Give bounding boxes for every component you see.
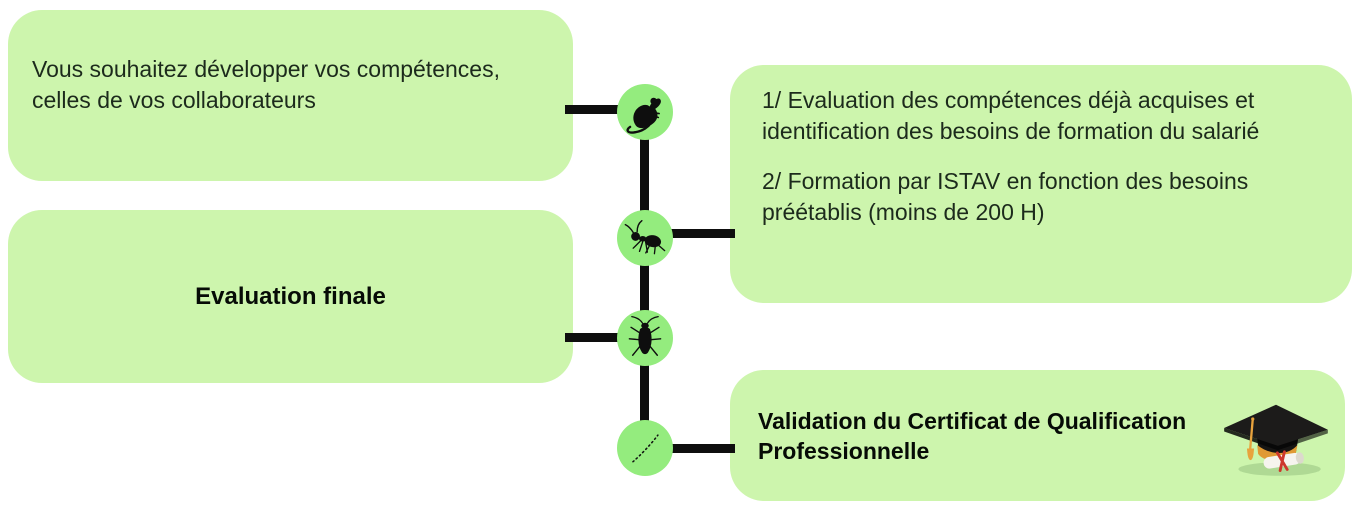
connector-node4-to-validation <box>645 444 735 453</box>
process-step-1-text: 1/ Evaluation des compétences déjà acqui… <box>762 87 1260 144</box>
connector-start-to-node1 <box>565 105 645 114</box>
validation-box: Validation du Certificat de Qualificatio… <box>730 370 1345 501</box>
timeline-node-cockroach <box>617 310 673 366</box>
final-evaluation-text: Evaluation finale <box>195 282 386 310</box>
timeline-node-rat <box>617 84 673 140</box>
dotted-trail-icon <box>632 434 659 463</box>
cockroach-icon <box>628 315 662 356</box>
final-evaluation-box: Evaluation finale <box>8 210 573 383</box>
graduation-cap-icon <box>1217 388 1335 484</box>
validation-text: Validation du Certificat de Qualificatio… <box>758 407 1187 464</box>
connector-final-to-node3 <box>565 333 645 342</box>
rat-icon <box>626 97 661 134</box>
timeline-spine <box>640 110 649 450</box>
start-box: Vous souhaitez développer vos compétence… <box>8 10 573 181</box>
timeline-node-trail <box>617 420 673 476</box>
process-step-2-text: 2/ Formation par ISTAV en fonction des b… <box>762 168 1249 225</box>
start-box-text: Vous souhaitez développer vos compétence… <box>32 56 500 113</box>
timeline-node-ant <box>617 210 673 266</box>
connector-node2-to-process <box>645 229 735 238</box>
process-box: 1/ Evaluation des compétences déjà acqui… <box>730 65 1352 303</box>
ant-icon <box>624 220 666 255</box>
